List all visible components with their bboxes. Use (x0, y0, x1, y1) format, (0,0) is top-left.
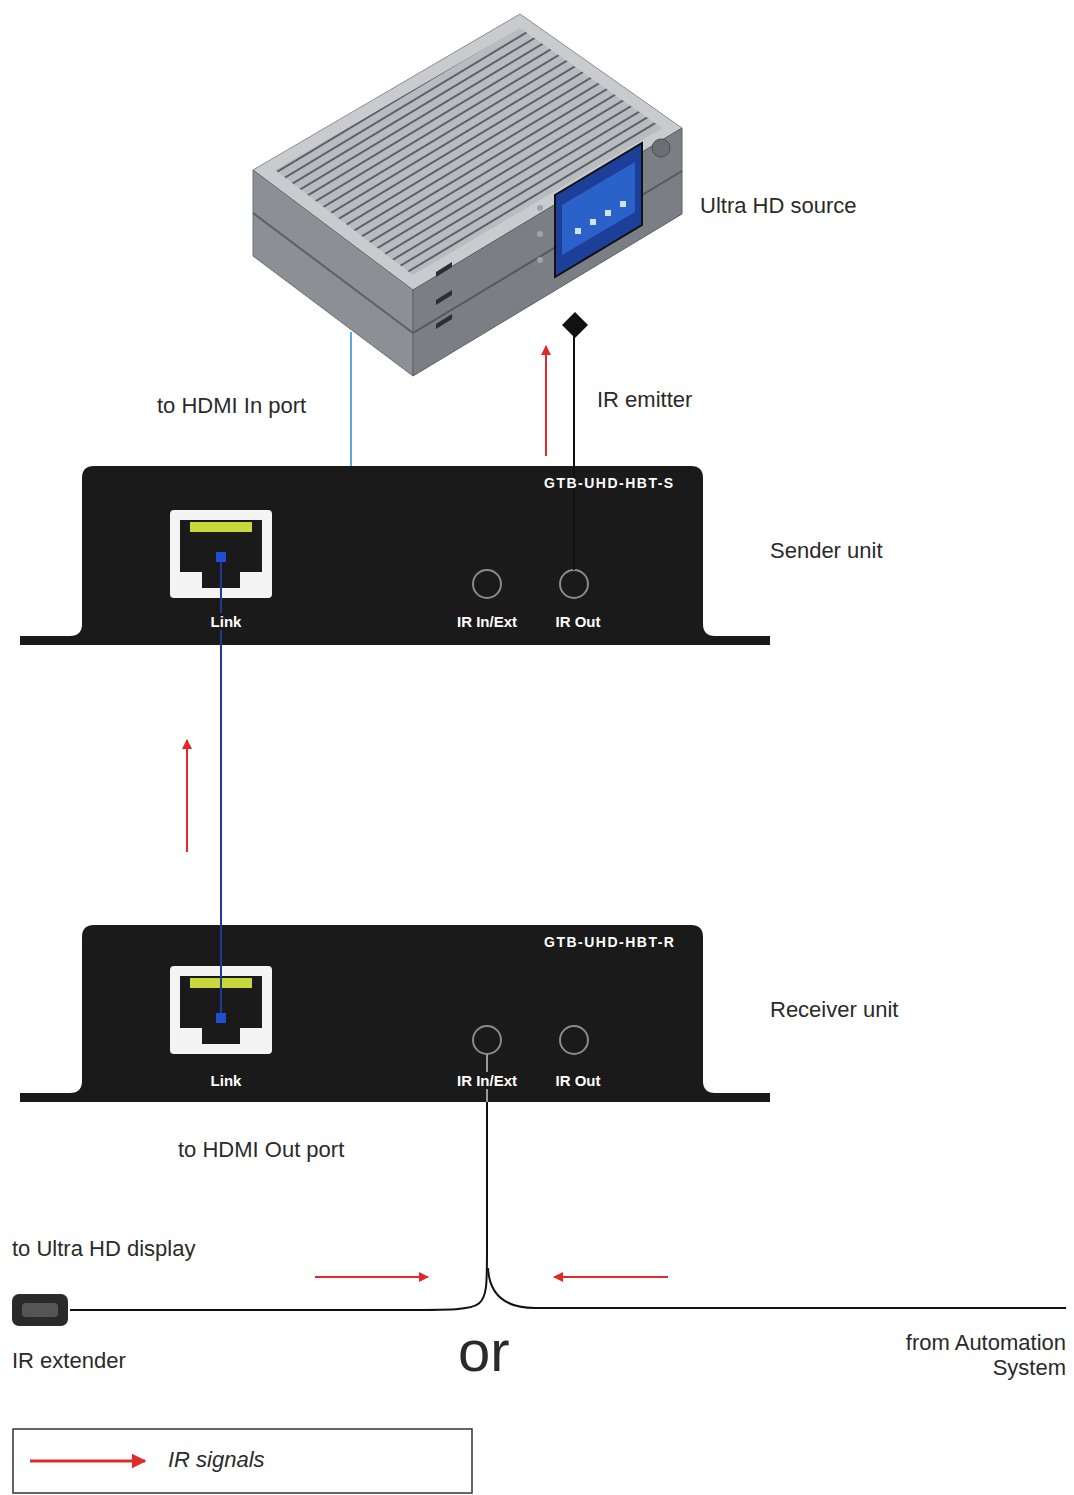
receiver-housing (220, 925, 222, 1018)
ir-signal-arrow (186, 740, 188, 852)
receiver-housing (473, 1026, 501, 1054)
source-device (537, 257, 543, 263)
automation-wire (488, 1268, 1066, 1308)
ir-signal-arrow (554, 1276, 668, 1278)
text-label: Ultra HD source (700, 193, 856, 218)
source-device (537, 205, 543, 263)
source-device (537, 205, 543, 211)
sender-housing (220, 556, 222, 645)
source-device (253, 14, 682, 376)
ir-extender-dongle (12, 1294, 68, 1326)
ir-signal-arrow (315, 1276, 428, 1278)
source-device (253, 170, 413, 376)
hdmi-cable (350, 332, 352, 466)
edge-label: to HDMI In port (155, 393, 308, 418)
model-label: GTB-UHD-HBT-R (544, 934, 675, 950)
text-label: IR In/Ext (455, 613, 519, 630)
alternative-word: or (458, 1318, 510, 1385)
ir-extender: IR extender (12, 1292, 70, 1328)
source-device (413, 128, 682, 376)
text-label: Receiver unit (770, 997, 898, 1022)
source-device (575, 201, 626, 234)
receiver-housing (216, 1013, 226, 1023)
automation-note: from Automation System (866, 1330, 1066, 1381)
link-cable (220, 645, 222, 925)
sender-housing (216, 552, 226, 562)
receiver-housing (20, 925, 770, 1102)
text-label: IR In/Ext (455, 1072, 519, 1089)
ir-signal-arrow (545, 346, 547, 456)
sender-housing (20, 466, 770, 645)
sender-housing (190, 522, 252, 532)
legend (13, 1429, 472, 1493)
sender-housing (473, 570, 501, 598)
source-device (562, 162, 635, 255)
source-device-node: Ultra HD source (250, 12, 682, 332)
ir-extender-dongle (22, 1303, 58, 1317)
source-device (620, 201, 626, 207)
source-device (436, 262, 452, 329)
source-device (652, 139, 670, 157)
model-label: GTB-UHD-HBT-S (544, 475, 675, 491)
text-label: IR Out (554, 613, 603, 630)
sender-unit: GTB-UHD-HBT-SLinkIR In/ExtIR OutSender u… (82, 466, 703, 645)
port-note: to HDMI Out port (178, 1137, 344, 1162)
source-device (590, 219, 596, 225)
legend (13, 1429, 472, 1493)
text-label: IR Out (554, 1072, 603, 1089)
legend (30, 1460, 145, 1463)
source-device (436, 290, 452, 305)
source-device (436, 314, 452, 329)
source-device (253, 213, 413, 333)
text-label: Link (209, 613, 244, 630)
receiver-housing (20, 925, 770, 1102)
text-label: Sender unit (770, 538, 883, 563)
source-device (436, 262, 452, 277)
ir-extender-dongle (12, 1294, 68, 1326)
ir-extender-cable (70, 1102, 487, 1310)
sender-housing (20, 466, 770, 645)
source-device (537, 231, 543, 237)
source-device (575, 228, 581, 234)
legend-text: IR signals (168, 1447, 265, 1472)
receiver-housing (560, 1026, 588, 1054)
receiver-unit: GTB-UHD-HBT-RLinkIR In/ExtIR OutReceiver… (82, 925, 703, 1102)
source-device (555, 143, 642, 277)
sender-housing (560, 570, 588, 598)
source-device (605, 210, 611, 216)
display-note: to Ultra HD display (12, 1236, 195, 1261)
text-label: IR extender (12, 1348, 126, 1373)
text-label: Link (209, 1072, 244, 1089)
edge-label: IR emitter (595, 387, 694, 412)
ir-emitter-cable (573, 332, 575, 466)
